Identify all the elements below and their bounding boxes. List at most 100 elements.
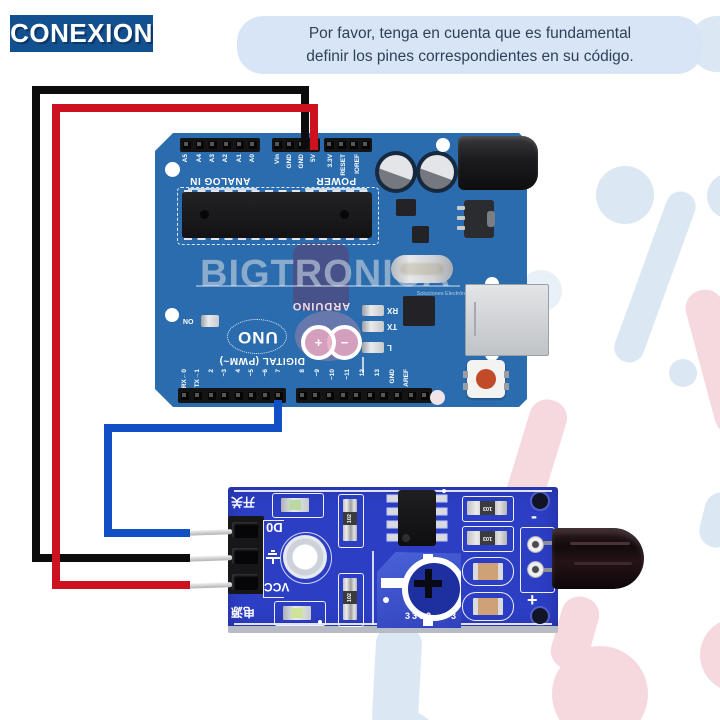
capacitor-frame	[462, 592, 514, 621]
logo-plus: +	[314, 335, 323, 350]
sensor-lead-d0	[183, 529, 233, 536]
ic-pin	[388, 496, 398, 501]
comparator-ic	[398, 490, 436, 546]
power-led	[283, 606, 311, 620]
solder-pad-plus	[527, 561, 544, 578]
header-pin	[393, 391, 402, 400]
analog-underline	[188, 188, 257, 190]
tx-led-label: TX	[387, 322, 398, 331]
power-led-frame	[274, 601, 326, 626]
pin-label: GND	[297, 154, 305, 169]
digital-header-right	[296, 388, 432, 403]
header-pin	[298, 391, 307, 400]
silkscreen-dot	[318, 620, 322, 624]
resistor-frame: 102	[338, 573, 364, 627]
pin-label: 5V	[309, 154, 317, 162]
analog-header	[180, 138, 260, 152]
header-pin	[286, 141, 294, 149]
minus-label: -	[531, 506, 537, 526]
pin-label: TX→1	[194, 369, 201, 388]
pin-label: ~3	[221, 369, 228, 377]
digital-group-label: DIGITAL (PWM~)	[219, 355, 305, 366]
mounting-hole	[532, 493, 548, 509]
resistor-frame: 103	[462, 526, 514, 552]
vcc-wire-bottom	[52, 581, 190, 589]
arduino-logo-plus-loop: +	[301, 325, 336, 360]
regulator-slot	[487, 211, 495, 227]
header-pin	[209, 141, 218, 149]
sensor-lead-gnd	[183, 555, 233, 562]
pot-dot	[383, 597, 389, 603]
header-pin	[350, 141, 358, 149]
pin-label: ~10	[328, 369, 336, 381]
capacitor	[416, 151, 458, 193]
header-pin	[274, 141, 282, 149]
ic-pin	[436, 522, 446, 527]
pin-label: A2	[222, 154, 230, 163]
silkscreen-tick	[362, 357, 364, 373]
rx-led	[362, 305, 384, 316]
mcu-dot	[340, 210, 349, 219]
usb-seam	[474, 302, 476, 336]
mounting-hole-large	[280, 532, 332, 584]
header-pin	[362, 141, 370, 149]
pin-label: Vin	[273, 154, 281, 164]
header-pin	[275, 391, 284, 400]
note-line-1: Por favor, tenga en cuenta que es fundam…	[308, 25, 632, 42]
pot-dial	[402, 557, 461, 621]
pin-label: 12	[358, 369, 366, 377]
plus-label: +	[527, 590, 538, 610]
analog-group-label: ANALOG IN	[189, 175, 251, 186]
smd-capacitor	[473, 598, 503, 615]
mounting-hole	[436, 138, 450, 152]
usb-connector	[465, 284, 549, 356]
vcc-wire-top	[52, 104, 318, 112]
header-pin	[339, 391, 348, 400]
resistor-102-band: 102	[343, 512, 357, 525]
pin-label: ~6	[261, 369, 269, 377]
led-die	[291, 608, 303, 618]
header-pin	[338, 141, 346, 149]
vcc-wire-left	[52, 104, 60, 589]
pot-screw-v	[425, 569, 432, 598]
usb-interface-chip	[403, 296, 435, 326]
flame-highlight	[570, 542, 630, 545]
header-pin	[235, 141, 244, 149]
on-led	[201, 315, 219, 327]
pin-label: A1	[235, 154, 243, 163]
sensor-lead-vcc	[183, 582, 233, 589]
pin-label: GND	[388, 369, 396, 384]
silkscreen-divider	[372, 551, 374, 625]
pin-label: A4	[195, 154, 203, 163]
l-led-label: L	[387, 343, 392, 352]
rx-led-label: RX	[387, 306, 399, 315]
crystal-marking	[400, 263, 444, 275]
ic-pin	[388, 509, 398, 514]
reset-pin	[463, 371, 468, 378]
watermark-tagline: Soluciones Electrónicas	[416, 291, 475, 297]
mounting-hole	[165, 308, 179, 322]
header-pin	[194, 391, 203, 400]
pin-label: 7	[275, 369, 282, 373]
decor-circle	[707, 173, 720, 219]
power-group-label: POWER	[315, 175, 357, 186]
potentiometer: 3362 3	[377, 552, 461, 628]
decor-circle	[700, 618, 720, 692]
resistor-frame: 103	[462, 496, 514, 522]
header-pin	[407, 391, 416, 400]
pot-model-label: 3362	[405, 611, 434, 621]
power-indicator-label: 电源	[231, 605, 256, 619]
status-led	[281, 498, 309, 512]
decor-circle	[669, 359, 697, 387]
d0-pin-label: D0	[266, 520, 283, 535]
vcc-pin-label: VCC	[264, 580, 290, 594]
smd-chip-small	[396, 199, 416, 216]
header-pin	[353, 391, 362, 400]
header-pin	[380, 391, 389, 400]
crystal-oscillator	[391, 255, 453, 283]
arduino-brand-text: ARDUINO	[291, 300, 351, 312]
sensor-header	[228, 516, 264, 594]
ic-pin	[436, 535, 446, 540]
decor-circle	[368, 710, 440, 720]
